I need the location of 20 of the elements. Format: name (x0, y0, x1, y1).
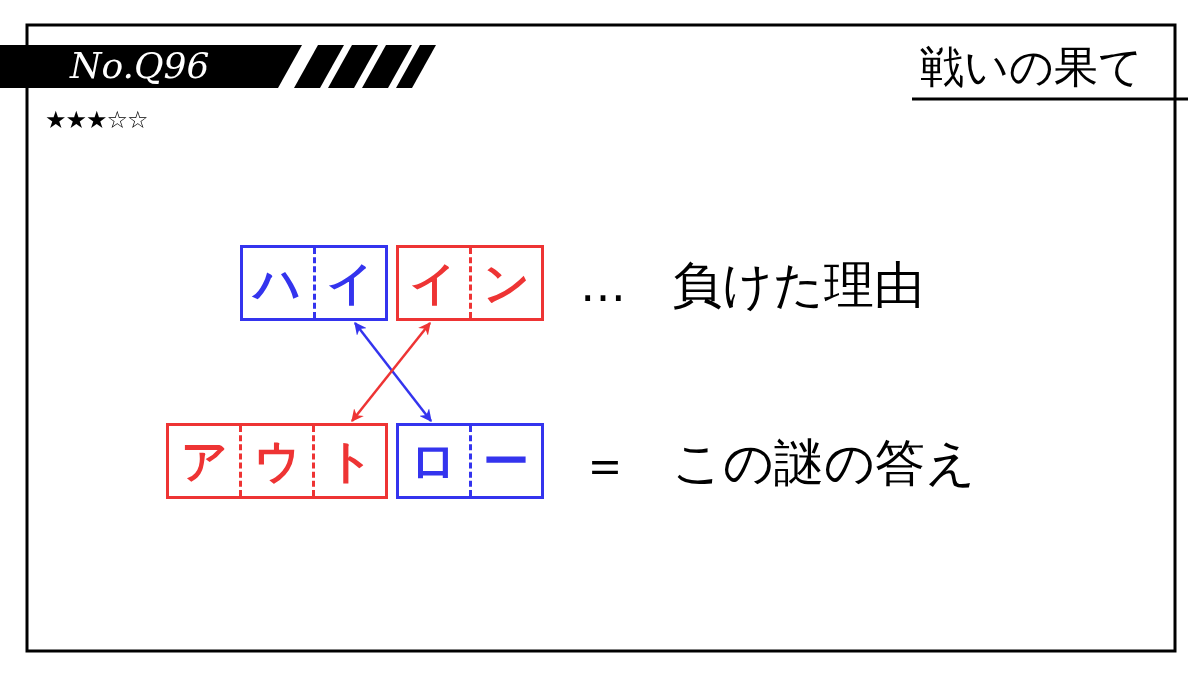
kana-cell: ト (312, 426, 385, 496)
kana-cell-text: イ (409, 255, 459, 312)
kana-cell-text: ハ (251, 255, 303, 312)
word-box (396, 423, 544, 499)
kana-cell: ン (468, 248, 541, 318)
word-box (240, 245, 388, 321)
kana-cell: ー (468, 426, 541, 496)
clue-text: 負けた理由 (672, 260, 924, 310)
kana-cell-text: ア (179, 433, 229, 490)
word-box (166, 423, 388, 499)
equals-sign: ＝ (580, 440, 630, 490)
title-text: 戦いの果て (920, 45, 1143, 89)
difficulty-stars: ★★★☆☆ (45, 108, 148, 132)
kana-cell: ウ (239, 426, 312, 496)
kana-cell-text: ロ (409, 433, 459, 490)
answer-text: この謎の答え (672, 438, 976, 488)
puzzle-number: No.Q96 (70, 48, 210, 84)
ellipsis-text: … (580, 262, 626, 308)
word-box (396, 245, 544, 321)
kana-cell: イ (312, 248, 385, 318)
